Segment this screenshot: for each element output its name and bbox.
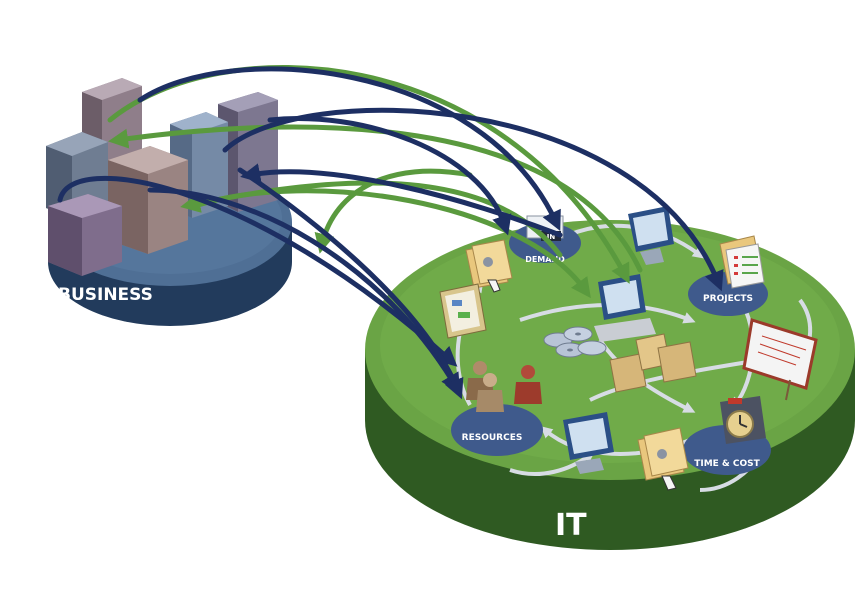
projects-label: PROJECTS xyxy=(703,294,753,304)
time-cost-label: TIME & COST xyxy=(694,459,760,469)
demand-label: DEMAND xyxy=(525,255,565,264)
business-it-arrows xyxy=(57,65,724,400)
computer-monitor-icon xyxy=(628,206,674,265)
computer-monitor-icon xyxy=(563,412,614,474)
clock-icon xyxy=(720,396,766,444)
whiteboard-icon xyxy=(742,318,818,401)
hub-resources[interactable]: RESOURCES xyxy=(451,404,543,456)
it-label: IT xyxy=(555,508,587,543)
document-hand-icon xyxy=(465,239,513,293)
file-folder-icon xyxy=(609,333,697,393)
business-label: BUSINESS xyxy=(58,285,153,305)
people-icon xyxy=(466,361,542,412)
whiteboard-icon xyxy=(439,283,487,339)
demand-tag: IN xyxy=(547,233,556,241)
computer-monitor-icon xyxy=(594,274,656,342)
cd-disc-icon xyxy=(543,326,607,358)
resources-label: RESOURCES xyxy=(462,433,523,443)
office-building-icon xyxy=(48,194,122,276)
checklist-document-icon xyxy=(719,235,765,289)
document-hand-icon xyxy=(637,427,689,491)
it-platform: IT xyxy=(365,220,855,550)
